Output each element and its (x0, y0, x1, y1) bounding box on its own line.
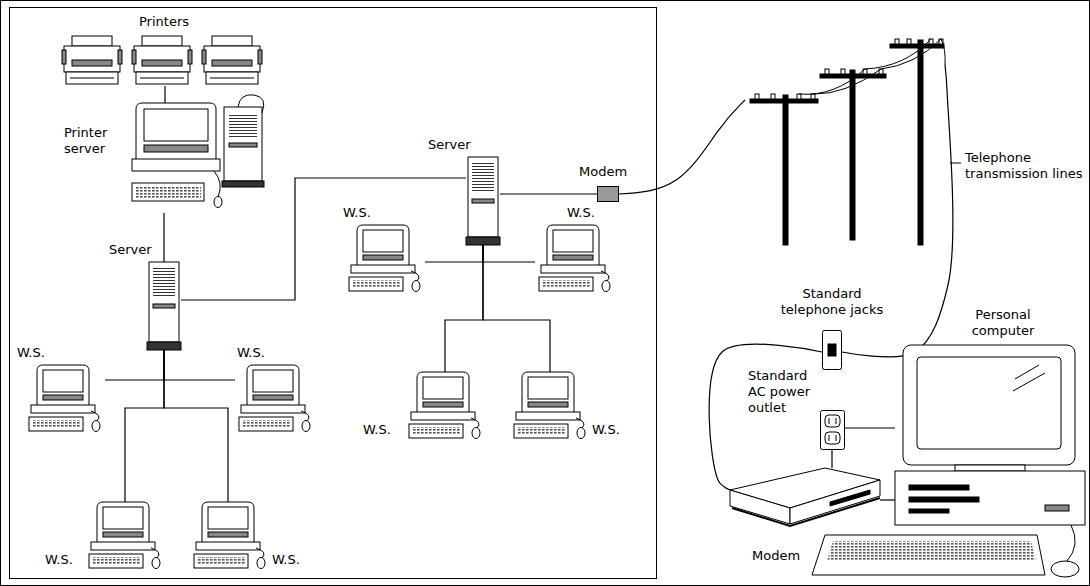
modem-drawing (730, 468, 880, 526)
network-cable (181, 178, 466, 300)
workstation: W.S. (405, 372, 485, 440)
workstation-drawing (29, 365, 100, 432)
network-cable (164, 86, 165, 103)
network-cable (845, 427, 895, 428)
telephone-poles-icon (745, 15, 945, 245)
personal-computer-icon (895, 345, 1085, 530)
device-label: W.S. (45, 552, 83, 568)
device-label: Standard telephone jacks (780, 286, 884, 318)
network-cable (831, 450, 832, 468)
network-cable (445, 245, 483, 372)
workstation-drawing (194, 502, 265, 569)
workstation-drawing (539, 225, 610, 292)
device-label: Server (428, 137, 482, 153)
device-label: W.S. (17, 345, 57, 361)
workstation-drawing (409, 372, 480, 439)
network-cable (483, 245, 550, 372)
device-label: Server (109, 242, 163, 258)
workstation: W.S. (85, 502, 165, 570)
network-cable (125, 350, 164, 502)
modem: Modem (597, 186, 619, 202)
device-label: W.S. (343, 205, 383, 221)
workstation-icon (85, 502, 165, 570)
phone-jack-icon (822, 330, 842, 370)
device-label: Personal computer (961, 307, 1045, 339)
network-cable (483, 245, 535, 262)
network-cable (164, 350, 228, 502)
printer-server: Printer server (128, 103, 265, 213)
network-cable (105, 350, 164, 380)
workstation-icon (510, 372, 590, 440)
device-label: W.S. (237, 345, 277, 361)
personal-computer: Personal computer (895, 345, 1085, 530)
network-cable (500, 193, 597, 194)
server-tower: Server (147, 262, 181, 350)
modem-icon (730, 468, 880, 528)
printer-server-icon (128, 103, 265, 213)
workstation: W.S. (510, 372, 590, 440)
server-tower-icon (466, 157, 500, 245)
server-tower-icon (147, 262, 181, 350)
network-cable (880, 499, 895, 500)
server-tower-drawing (466, 157, 500, 245)
power-outlet-icon (820, 410, 845, 450)
workstation-icon (190, 502, 270, 570)
telephone-poles-drawing (750, 39, 961, 245)
server-tower: Server (466, 157, 500, 245)
telephone-poles: Telephone transmission lines (745, 15, 945, 245)
printer-group-icon (62, 36, 262, 86)
printer-server-drawing (132, 95, 264, 208)
workstation-icon (235, 365, 315, 433)
workstation-drawing (514, 372, 585, 439)
network-panel (10, 8, 657, 579)
workstation: W.S. (535, 225, 615, 293)
network-cable (709, 344, 822, 490)
modem-drawing (598, 187, 619, 202)
device-label: W.S. (567, 205, 607, 221)
network-cable (163, 213, 164, 262)
network-cable (164, 350, 235, 380)
device-label: W.S. (363, 422, 401, 438)
device-label: Modem (752, 548, 812, 564)
workstation: W.S. (345, 225, 425, 293)
workstation-icon (405, 372, 485, 440)
printer-group-drawing (62, 36, 262, 84)
network-cable (619, 100, 745, 194)
modem: Modem (730, 468, 880, 528)
device-label: Printer server (64, 125, 124, 157)
personal-computer-drawing (812, 345, 1085, 577)
phone-jack: Standard telephone jacks (822, 330, 842, 370)
server-tower-drawing (147, 262, 181, 350)
workstation: W.S. (25, 365, 105, 433)
device-label: Modem (579, 164, 639, 180)
workstation-drawing (349, 225, 420, 292)
workstation: W.S. (235, 365, 315, 433)
device-label: Printers (128, 14, 200, 30)
printer-group: Printers (62, 36, 262, 86)
phone-jack-drawing (823, 331, 842, 370)
workstation-drawing (239, 365, 310, 432)
network-cable (425, 245, 483, 262)
power-outlet: Standard AC power outlet (820, 410, 845, 450)
device-label: W.S. (272, 552, 312, 568)
device-label: W.S. (592, 422, 632, 438)
workstation-icon (345, 225, 425, 293)
modem-icon (597, 186, 619, 202)
device-label: Telephone transmission lines (965, 150, 1085, 182)
device-label: Standard AC power outlet (748, 368, 816, 416)
workstation-icon (535, 225, 615, 293)
workstation-drawing (89, 502, 160, 569)
workstation: W.S. (190, 502, 270, 570)
workstation-icon (25, 365, 105, 433)
power-outlet-drawing (821, 411, 845, 450)
